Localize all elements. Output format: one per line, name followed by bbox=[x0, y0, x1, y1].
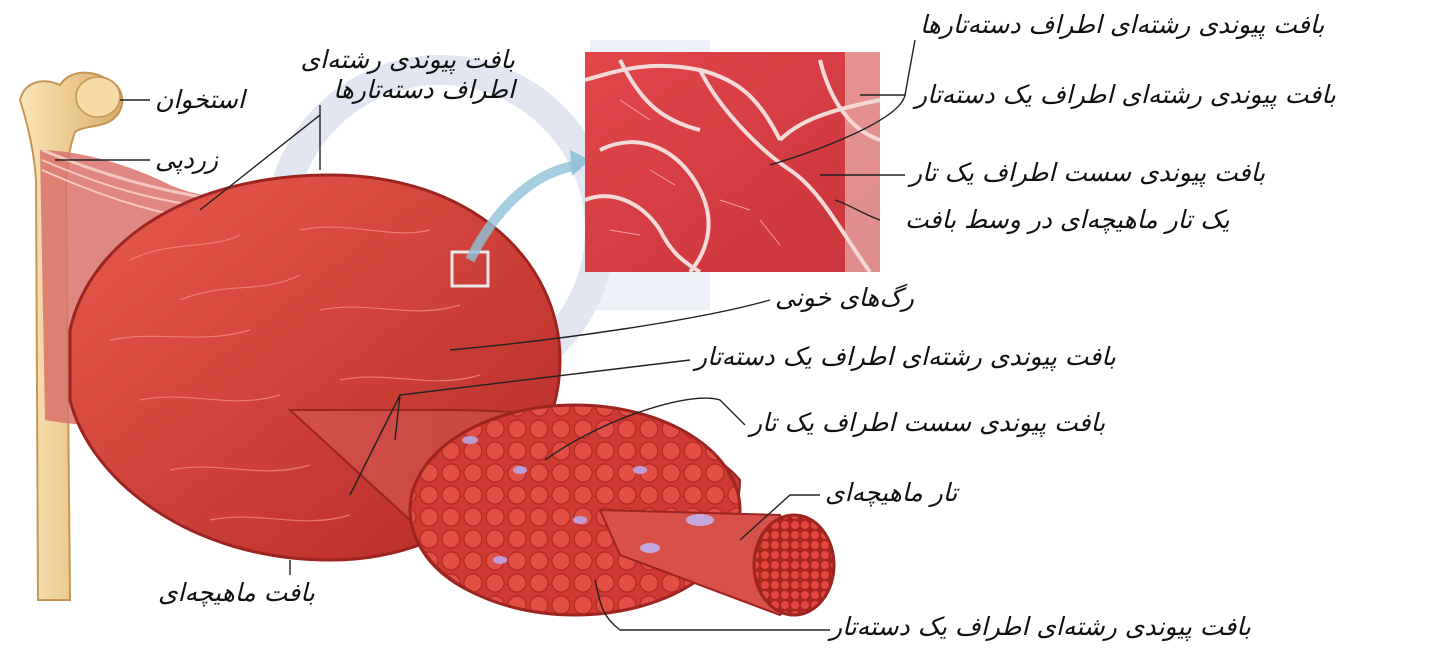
label-epimysium-line1: بافت پیوندی رشته‌ای bbox=[245, 45, 515, 75]
label-micro-epimysium: بافت پیوندی رشته‌ای اطراف دسته‌تارها bbox=[920, 10, 1324, 40]
micrograph-image bbox=[585, 52, 880, 272]
label-blood-vessels: رگ‌های خونی bbox=[775, 283, 914, 313]
label-micro-perimysium: بافت پیوندی رشته‌ای اطراف یک دسته‌تار bbox=[915, 80, 1336, 110]
label-epimysium-line2: اطراف دسته‌تارها bbox=[245, 75, 515, 105]
label-micro-fiber: یک تار ماهیچه‌ای در وسط بافت bbox=[905, 205, 1230, 235]
label-bone: استخوان bbox=[155, 85, 245, 115]
label-endomysium: بافت پیوندی سست اطراف یک تار bbox=[750, 408, 1105, 438]
label-muscle-tissue: بافت ماهیچه‌ای bbox=[158, 578, 315, 608]
label-micro-endomysium: بافت پیوندی سست اطراف یک تار bbox=[910, 158, 1265, 188]
label-epimysium: بافت پیوندی رشته‌ای اطراف دسته‌تارها bbox=[245, 45, 515, 105]
label-perimysium: بافت پیوندی رشته‌ای اطراف یک دسته‌تار bbox=[695, 342, 1116, 372]
label-muscle-fiber: تار ماهیچه‌ای bbox=[825, 478, 957, 508]
label-perimysium-bottom: بافت پیوندی رشته‌ای اطراف یک دسته‌تار bbox=[830, 612, 1251, 642]
label-tendon: زردپی bbox=[155, 145, 218, 175]
